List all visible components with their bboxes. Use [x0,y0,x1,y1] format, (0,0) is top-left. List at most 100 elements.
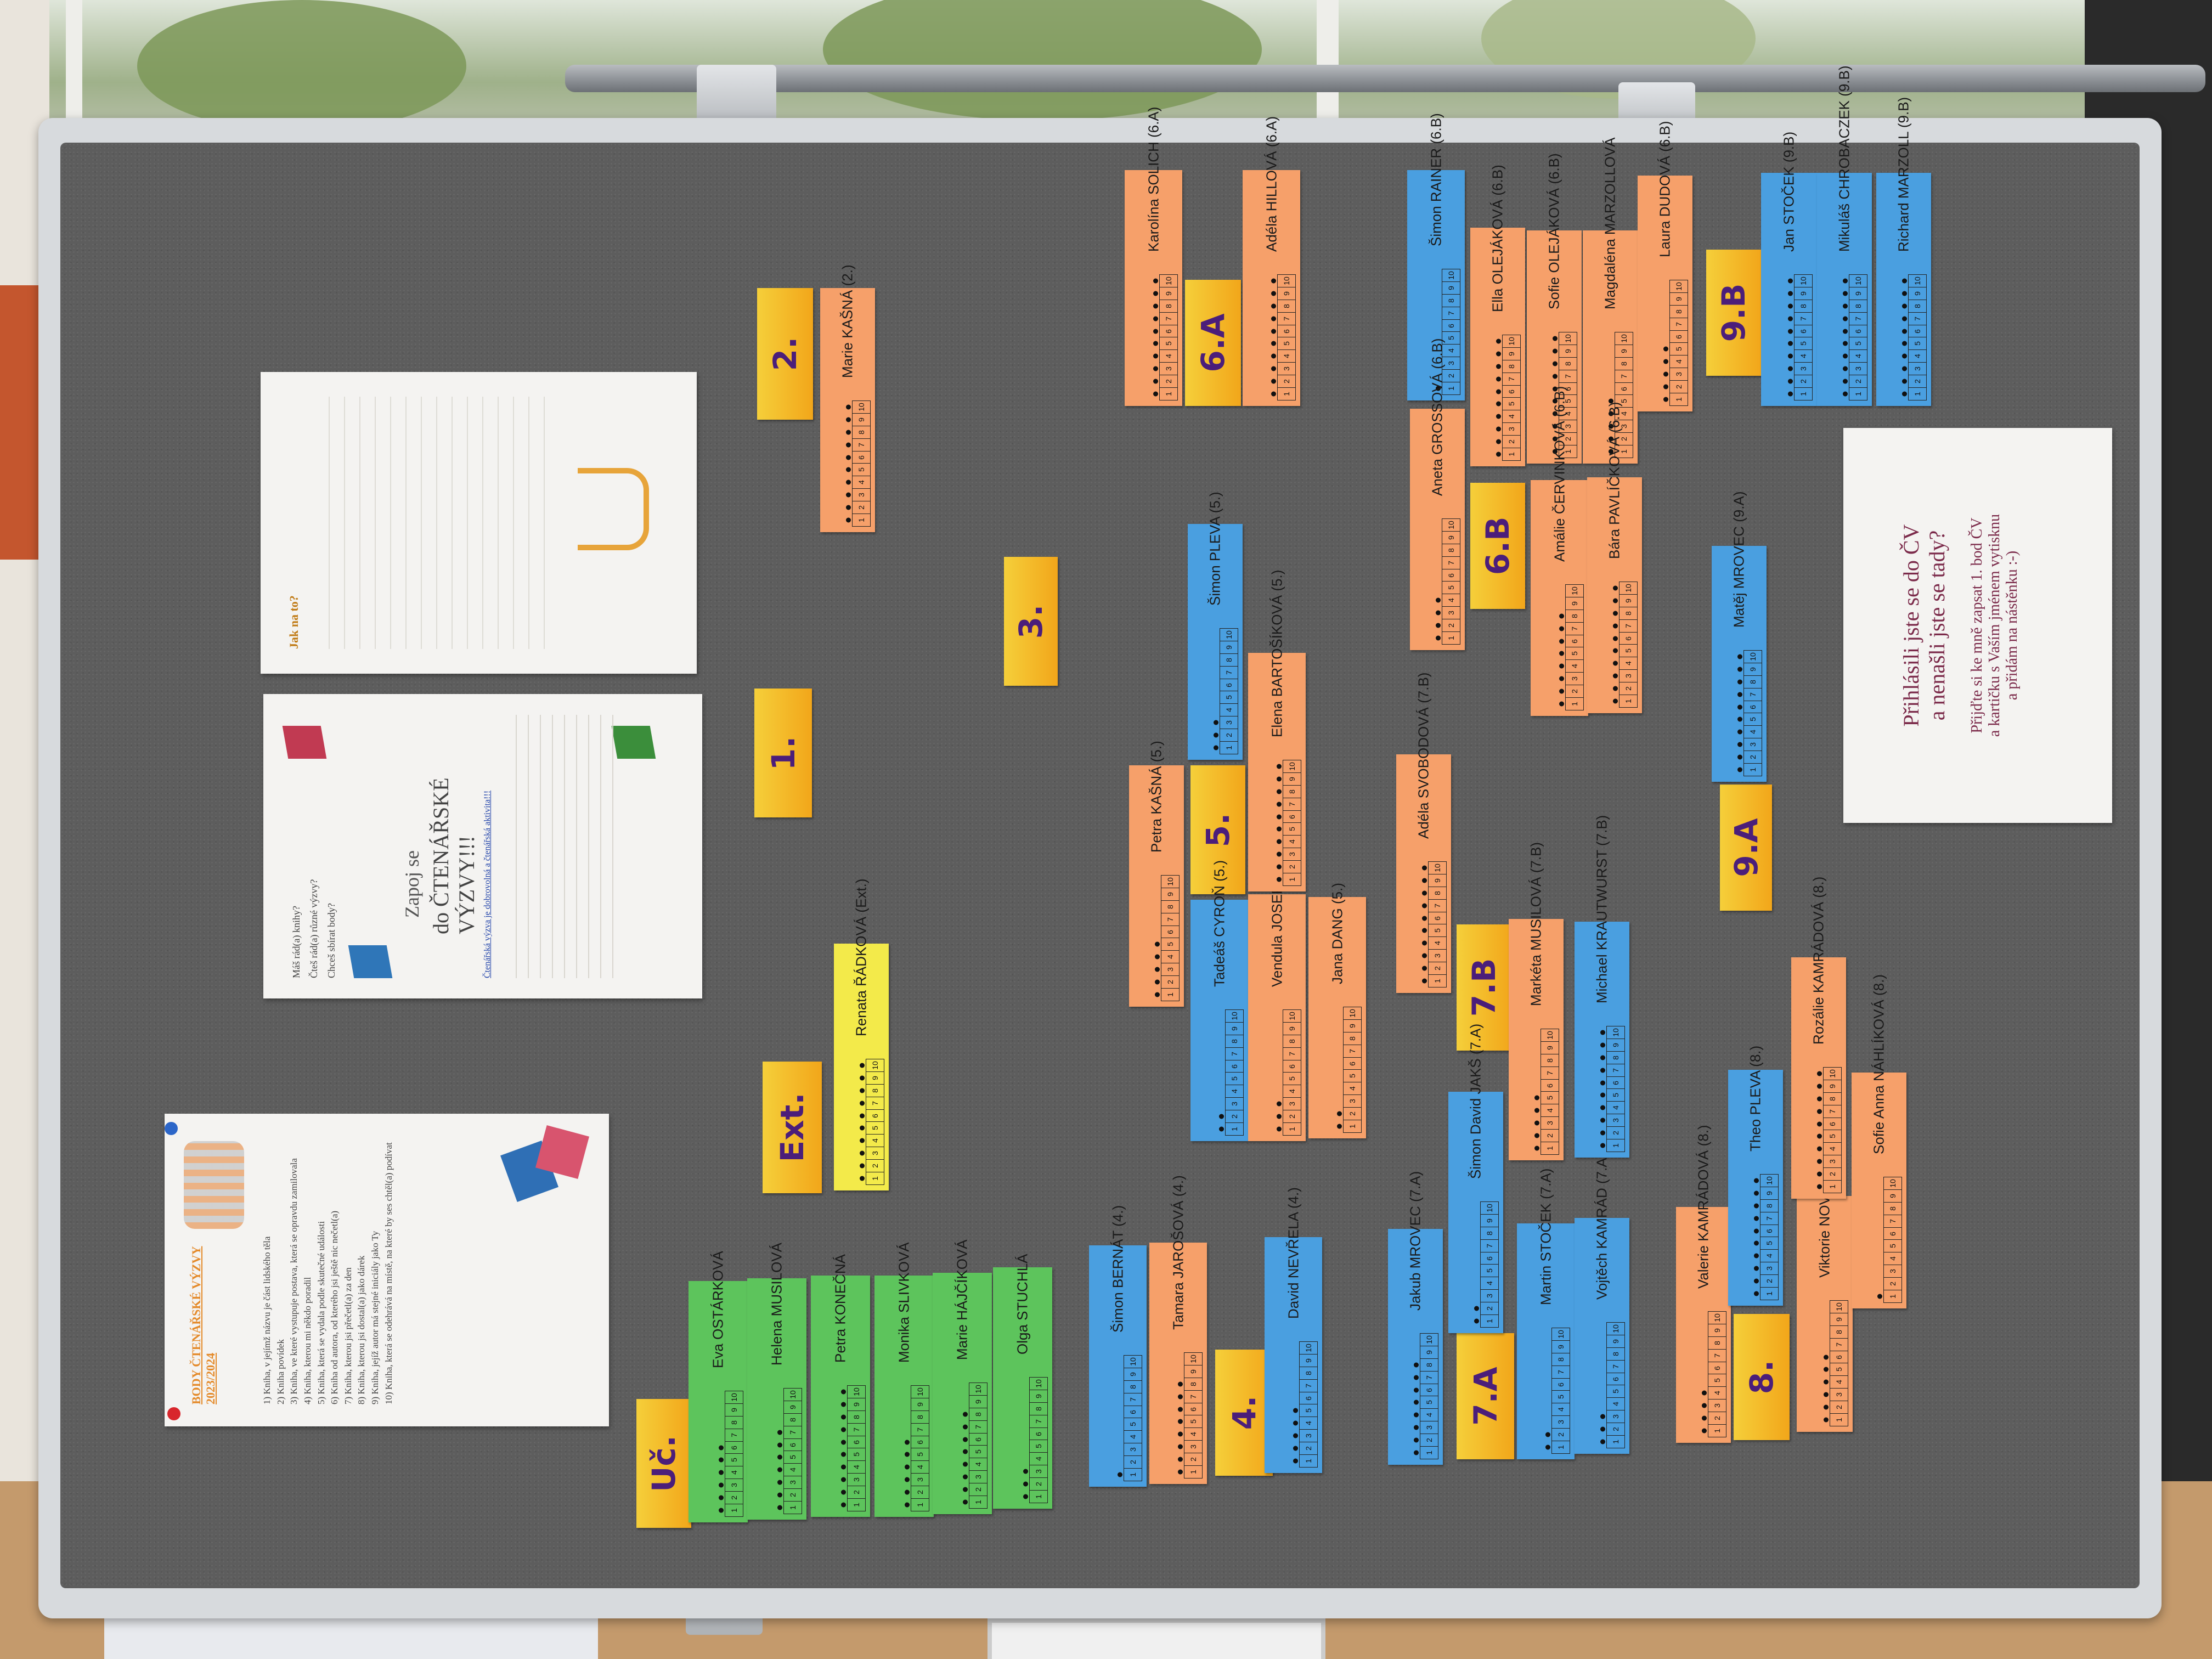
point-dot [1553,436,1558,442]
point-dot [841,1464,846,1470]
point-dot [1817,1133,1822,1139]
point-dot [1877,1294,1882,1299]
point-cell: 8 [1422,886,1447,899]
point-cell: 10 [1754,1173,1779,1187]
point-dot [1902,353,1907,359]
point-dot [1271,366,1276,371]
point-dot [1293,1420,1298,1426]
point-cell: 10 [783,1387,802,1401]
point-dot [1496,452,1501,457]
point-cell: 8 [1178,1377,1203,1390]
class-label-2: 2. [757,288,813,420]
point-cell: 1 [1545,1441,1570,1454]
point-cell: 4 [1283,1085,1301,1098]
point-cell: 6 [1754,1224,1779,1237]
card-name-text: Adéla HILLOVÁ (6.A) [1263,116,1279,252]
point-dot [1178,1431,1183,1437]
point-cell: 3 [1788,362,1813,375]
point-cell: 10 [1830,1300,1848,1313]
point-cell: 1 [1277,1122,1301,1136]
push-pin [167,1407,180,1420]
point-dot [1153,303,1158,309]
point-cell: 5 [1902,337,1927,350]
point-dot [841,1427,846,1432]
point-cell: 5 [719,1453,743,1466]
point-cell: 8 [1600,1051,1625,1064]
point-dot [846,492,851,498]
point-dot [1663,346,1668,352]
poster-points-list: 1) Kniha, v jejímž názvu je část lidskéh… [261,1130,396,1404]
point-dot [1271,379,1276,384]
point-cell: 7 [1271,312,1296,325]
point-cell: 2 [1436,619,1460,632]
point-dot [846,442,851,448]
point-dot [1817,1121,1822,1127]
point-cell: 1 [1214,741,1238,754]
point-cell: 2 [1422,962,1447,975]
point-cell: 8 [1277,785,1301,798]
class-label-9a: 9.A [1720,785,1772,911]
point-dot [1534,1095,1539,1101]
point-cell: 6 [719,1441,743,1454]
point-cell: 3 [963,1470,988,1483]
point-cell: 9 [1422,873,1447,887]
point-cell: 2 [1277,860,1301,873]
point-cell: 9 [1843,286,1867,300]
point-dot [1337,1111,1342,1116]
point-dot [1277,776,1282,782]
point-dot [963,1449,968,1454]
point-dot [963,1437,968,1442]
point-cell: 8 [783,1413,802,1426]
point-cell: 9 [1442,531,1460,544]
point-cell: 9 [1708,1323,1726,1336]
point-cell: 9 [1600,1038,1625,1051]
point-cell: 1 [1534,1142,1559,1155]
point-cell: 2 [1817,1167,1842,1181]
point-cell: 8 [1541,1053,1559,1066]
point-cell: 6 [1225,1059,1244,1073]
point-cell: 4 [1277,835,1301,848]
point-cell: 5 [1343,1069,1362,1082]
point-cell: 1 [1702,1424,1726,1437]
point-cell: 6 [1299,1391,1318,1404]
point-cell: 8 [1553,357,1577,370]
point-dot [846,505,851,510]
point-cell: 1 [1337,1120,1362,1133]
point-cell: 3 [1277,1097,1301,1110]
point-cell: 8 [1283,1034,1301,1047]
point-dot [719,1445,724,1451]
point-cell: 7 [1883,1214,1902,1227]
point-cell: 3 [1496,422,1521,436]
point-cell: 1 [1271,387,1296,400]
point-cell: 8 [1615,357,1633,370]
poster-points-title: BODY ČTENÁŘSKÉ VÝZVY 2023/2024 [189,1246,217,1405]
point-cell: 7 [1541,1066,1559,1079]
card-name-text: Richard MARZOLL (9.B) [1895,97,1912,252]
point-dot [1153,391,1158,397]
point-cell: 8 [725,1415,743,1429]
point-dot [1436,623,1441,628]
point-cell: 2 [846,501,871,514]
point-dot [1559,689,1564,694]
point-cell: 1 [1414,1446,1438,1459]
point-dot [1902,341,1907,346]
point-dot [1902,316,1907,321]
point-cell: 8 [1225,1034,1244,1047]
point-dot [1414,1362,1419,1368]
point-cell: 7 [1553,369,1577,382]
point-cell: 10 [1496,334,1521,347]
point-cell: 3 [1277,848,1301,861]
point-dot [1271,291,1276,296]
